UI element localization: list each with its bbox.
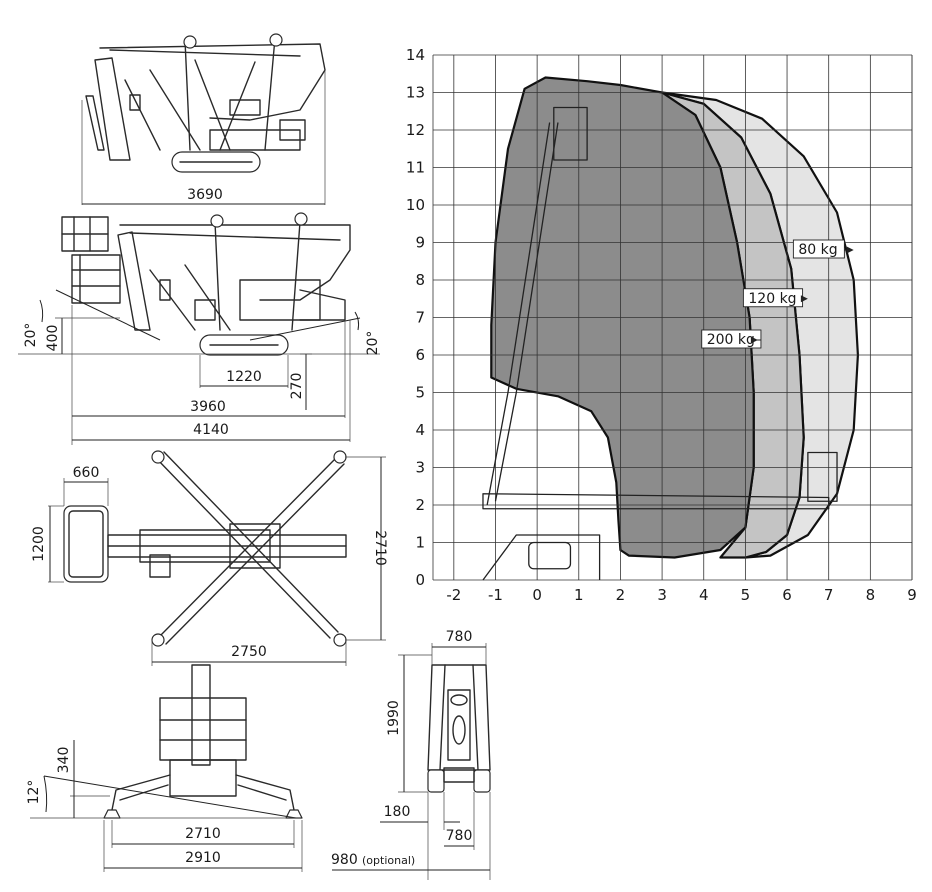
- load-label-box: [701, 329, 762, 349]
- x-tick-label: 4: [699, 586, 709, 604]
- x-tick-label: 3: [657, 586, 667, 604]
- y-tick-label: 10: [406, 196, 425, 214]
- dim-track-length: 1220: [226, 369, 262, 385]
- load-label-box: [792, 239, 845, 259]
- y-tick-label: 4: [415, 421, 425, 439]
- x-tick-label: 6: [782, 586, 792, 604]
- dim-rear-optional-note: (optional): [362, 854, 415, 867]
- dim-rear-height: 1990: [386, 700, 402, 736]
- x-axis-ticks: -2 -1 0 1 2 3 4 5 6 7 8 9: [446, 586, 916, 604]
- y-tick-label: 9: [415, 234, 425, 252]
- boom-line: [494, 122, 559, 502]
- dim-basket-depth: 660: [73, 465, 100, 481]
- y-tick-label: 8: [415, 271, 425, 289]
- y-tick-label: 1: [415, 534, 425, 552]
- horizontal-boom: [482, 493, 830, 510]
- x-tick-label: 0: [532, 586, 542, 604]
- load-label-text: 80 kg: [798, 242, 837, 258]
- dim-rear-width-bottom: 780: [446, 828, 473, 844]
- y-tick-label: 5: [415, 384, 425, 402]
- y-tick-label: 3: [415, 459, 425, 477]
- dim-outrigger-span-width: 2750: [231, 644, 267, 660]
- x-tick-label: 7: [824, 586, 834, 604]
- load-labels: 80 kg 120 kg 200 kg: [701, 239, 854, 349]
- x-tick-label: 9: [907, 586, 917, 604]
- x-tick-label: -1: [488, 586, 503, 604]
- y-tick-label: 0: [415, 571, 425, 589]
- dim-rear-optional-width: 980: [331, 852, 358, 868]
- boom-line: [486, 122, 551, 506]
- dim-front-tilt-angle: 12°: [26, 780, 42, 805]
- top-view: 660 1200 2710 2750: [31, 450, 388, 666]
- basket-outer: [807, 451, 838, 502]
- arrow-head-icon: [750, 336, 758, 344]
- y-tick-label: 6: [415, 346, 425, 364]
- y-tick-label: 7: [415, 309, 425, 327]
- dim-transport-length: 3960: [190, 399, 226, 415]
- y-tick-label: 2: [415, 496, 425, 514]
- chassis: [482, 534, 601, 581]
- load-label-text: 120 kg: [748, 291, 796, 307]
- side-view-transport: 3690: [81, 33, 326, 205]
- y-tick-label: 12: [406, 121, 425, 139]
- arrow-head-icon: [800, 295, 808, 303]
- y-tick-label: 11: [406, 159, 425, 177]
- y-tick-label: 13: [406, 84, 425, 102]
- dim-outrigger-angle: 20°: [365, 331, 381, 356]
- load-label-text: 200 kg: [707, 332, 755, 348]
- dim-front-clearance: 340: [56, 747, 72, 774]
- dim-side-length: 3690: [187, 187, 223, 203]
- front-view: 12° 340 2710 2910: [26, 664, 303, 872]
- dim-rear-offset: 180: [384, 804, 411, 820]
- y-tick-label: 14: [406, 46, 425, 64]
- dim-front-span-outer: 2910: [185, 850, 221, 866]
- dim-basket-clearance: 400: [45, 325, 61, 352]
- chart-grid: [432, 54, 913, 581]
- x-tick-label: -2: [446, 586, 461, 604]
- x-tick-label: 2: [616, 586, 626, 604]
- side-view-working: 20° 400 20° 1220 270 3960 4140: [18, 212, 381, 445]
- basket-upper: [553, 106, 588, 161]
- arrow-head-icon: [846, 246, 854, 254]
- x-tick-label: 8: [866, 586, 876, 604]
- dim-outrigger-span-length: 2710: [372, 530, 388, 566]
- dim-ground-clearance: 270: [289, 373, 305, 400]
- dim-basket-angle: 20°: [23, 323, 39, 348]
- dim-front-span-inner: 2710: [185, 826, 221, 842]
- chart-machine-silhouette: [482, 106, 838, 581]
- rear-view: 780 1990 180 780 980 (optional): [331, 629, 491, 880]
- track: [528, 541, 572, 570]
- x-tick-label: 5: [741, 586, 751, 604]
- x-tick-label: 1: [574, 586, 584, 604]
- dim-overall-length: 4140: [193, 422, 229, 438]
- dim-basket-width: 1200: [31, 526, 47, 562]
- dim-rear-width-top: 780: [446, 629, 473, 645]
